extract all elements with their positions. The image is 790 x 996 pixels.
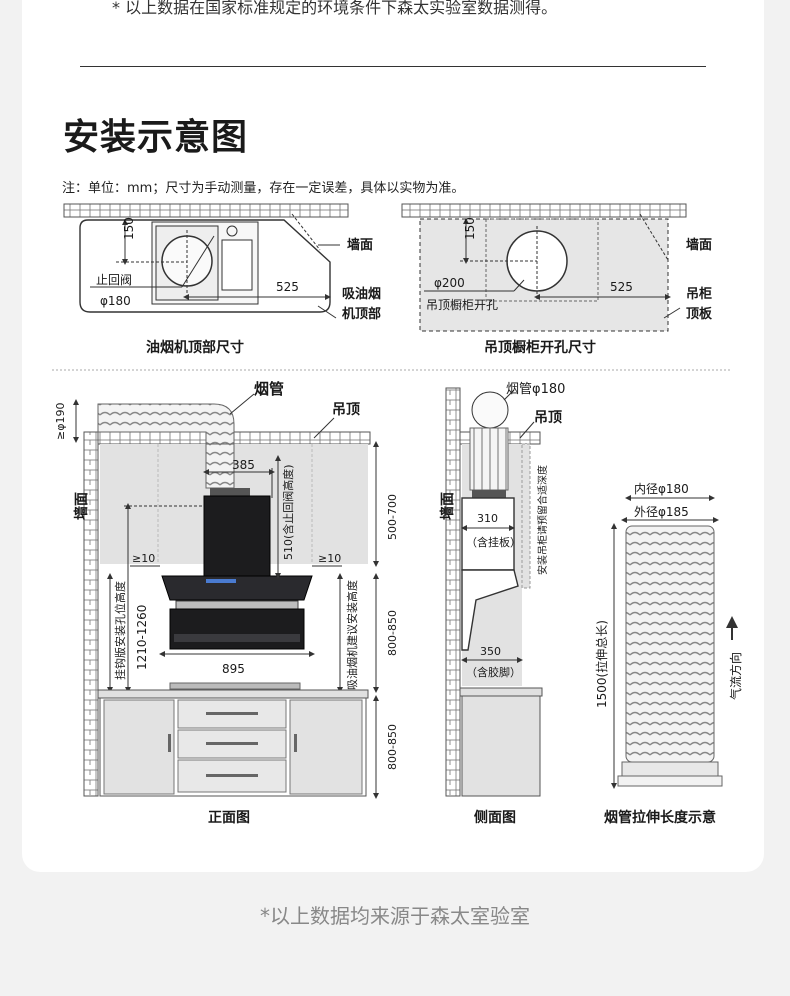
ceiling-bricks	[63, 203, 349, 218]
hose-collar-2	[617, 775, 723, 787]
hood-chimney	[203, 495, 271, 577]
side-duct-hose	[469, 427, 509, 491]
gap-right-label: ≥10	[318, 552, 341, 565]
duct-stretch-diagram: 内径φ180 外径φ185 1500(拉伸总长) 气流方向 烟管拉伸长度示意	[594, 482, 743, 826]
side-view-diagram: 烟管φ180 吊顶 墙面 310 （含挂板） 安装吊柜请预留合适深度 350 （…	[439, 382, 565, 826]
wall-bricks	[83, 431, 99, 797]
front-caption: 正面图	[208, 810, 250, 826]
duct-caption: 烟管拉伸长度示意	[604, 809, 716, 826]
top-note: * 以上数据在国家标准规定的环境条件下森太实验室数据测得。	[112, 0, 558, 17]
front-view-diagram: 烟管 吊顶 ≥φ190 墙面 385 510(含止回阀高度) 500-700 ≥…	[54, 380, 399, 826]
display-strip	[206, 579, 236, 583]
cabinet-door-right	[289, 699, 363, 795]
diameter-180-label: φ180	[100, 294, 131, 308]
dim-350-label: 350	[480, 645, 501, 658]
cooktop	[169, 682, 301, 690]
side-hood-body	[461, 569, 519, 651]
hood-top-label-1: 吸油烟	[342, 286, 381, 302]
side-duct-label: 烟管φ180	[506, 382, 565, 397]
check-valve-label: 止回阀	[96, 273, 132, 287]
dim-500-700-label: 500-700	[386, 494, 399, 540]
dim-150-right-label: 150	[463, 217, 477, 240]
cabinet-label-1: 吊柜	[686, 286, 712, 302]
page-title: 安装示意图	[63, 117, 249, 158]
footer-note: *以上数据均来源于森太室验室	[260, 904, 530, 928]
dim-150-label: 150	[122, 217, 136, 240]
board-note-label: （含挂板）	[466, 535, 521, 549]
hood-top-label-2: 机顶部	[342, 306, 381, 322]
cabinet-label-2: 顶板	[686, 306, 713, 322]
min-190-label: ≥φ190	[54, 403, 67, 440]
side-wall-label: 墙面	[439, 492, 456, 520]
length-label: 1500(拉伸总长)	[594, 620, 609, 708]
cutout-label: 吊顶橱柜开孔	[426, 298, 498, 312]
dim-1210-1260-label: 1210-1260	[135, 605, 149, 670]
dim-800-850-b-label: 800-850	[386, 724, 399, 770]
side-duct-circle	[471, 391, 509, 429]
stretch-hose	[625, 525, 715, 763]
unit-note: 注：单位：mm；尺寸为手动测量，存在一定误差，具体以实物为准。	[62, 181, 465, 196]
ceiling-label: 吊顶	[332, 402, 360, 418]
feet-note-label: （含胶脚）	[466, 665, 521, 679]
install-height-label: 吸油烟机建议安装高度	[345, 580, 359, 690]
screw-icon	[226, 225, 238, 237]
separator-line	[80, 66, 706, 67]
cabinet-door-left	[103, 699, 175, 795]
hose-collar-1	[621, 761, 719, 777]
countertop	[97, 689, 369, 699]
hood-panel	[161, 575, 313, 601]
cabinet-caption: 吊顶橱柜开孔尺寸	[484, 339, 596, 356]
hook-height-label: 挂钩版安装孔位高度	[113, 581, 127, 680]
side-countertop	[459, 687, 543, 697]
wall-label: 墙面	[347, 237, 373, 253]
cabinet-cutout-diagram: 150 φ200 525 吊顶橱柜开孔 墙面 吊柜 顶板 吊顶橱柜开孔尺寸	[401, 203, 713, 356]
dim-800-850-a-label: 800-850	[386, 610, 399, 656]
side-ceiling-label: 吊顶	[534, 410, 562, 426]
dim-510-label: 510(含止回阀高度)	[281, 464, 295, 560]
duct-label: 烟管	[254, 380, 284, 398]
outer-diameter-label: 外径φ185	[634, 505, 689, 519]
wall-right-label: 墙面	[686, 237, 712, 253]
wall-front-label: 墙面	[73, 492, 90, 520]
gap-left-label: ≥10	[132, 552, 155, 565]
side-hood-chimney	[461, 497, 515, 571]
side-caption: 侧面图	[474, 809, 516, 826]
side-wall-bricks	[445, 387, 461, 797]
diameter-200-label: φ200	[434, 276, 465, 290]
airflow-label: 气流方向	[728, 652, 743, 700]
ceiling-bricks-right	[401, 203, 687, 218]
dim-385-label: 385	[232, 458, 255, 472]
hood-top-diagram: 150 止回阀 φ180 525 墙面 吸油烟 机顶部 油烟机顶部尺寸	[63, 203, 381, 356]
control-box	[221, 239, 253, 291]
hood-body	[169, 608, 305, 650]
dim-525-label: 525	[276, 280, 299, 294]
inner-diameter-label: 内径φ180	[634, 482, 689, 496]
dim-310-label: 310	[477, 512, 498, 525]
depth-note-label: 安装吊柜请预留合适深度	[536, 465, 549, 575]
hood-top-caption: 油烟机顶部尺寸	[146, 339, 244, 356]
dim-895-label: 895	[222, 662, 245, 676]
dim-525-right-label: 525	[610, 280, 633, 294]
side-base-cabinet	[461, 695, 541, 797]
